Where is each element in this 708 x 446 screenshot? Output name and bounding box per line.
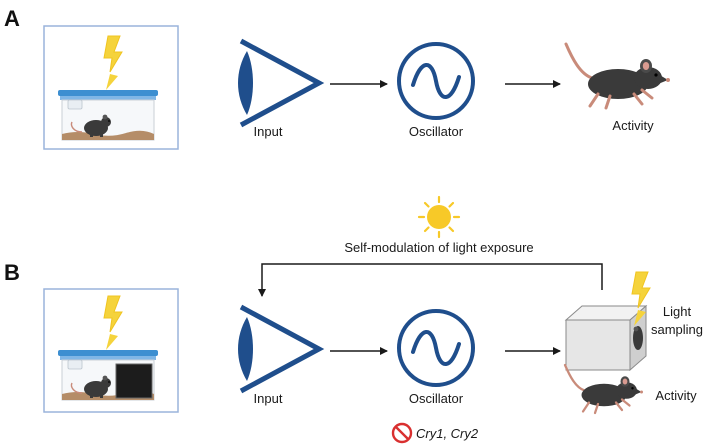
panel-b-oscillator-label: Oscillator <box>409 391 464 406</box>
oscillator-icon <box>397 309 475 387</box>
mouse-icon <box>564 42 672 110</box>
panel-a-cage-frame <box>43 25 179 150</box>
panel-a-letter: A <box>4 6 20 31</box>
mouse-icon <box>563 363 645 415</box>
dark-nest-box <box>115 363 153 399</box>
oscillator-icon <box>397 42 475 120</box>
light-sampling-label-line2: sampling <box>651 322 703 337</box>
sun-icon <box>417 195 461 239</box>
panel-b-feedback-label: Self-modulation of light exposure <box>344 240 533 255</box>
panel-b-activity-label: Activity <box>655 388 697 403</box>
knockout-genes-label: Cry1, Cry2 <box>416 426 479 441</box>
panel-a-activity-label: Activity <box>612 118 654 133</box>
eye-icon <box>238 307 319 391</box>
feedback-arrow <box>258 263 603 297</box>
panel-a-input-label: Input <box>254 124 283 139</box>
panel-b-cage-frame <box>43 288 179 413</box>
panel-b-letter: B <box>4 260 20 285</box>
panel-a-oscillator-label: Oscillator <box>409 124 464 139</box>
light-sampling-label-line1: Light <box>663 304 692 319</box>
light-box-icon <box>564 304 648 372</box>
eye-icon <box>238 41 319 125</box>
panel-b-input-label: Input <box>254 391 283 406</box>
ban-icon <box>391 422 413 444</box>
